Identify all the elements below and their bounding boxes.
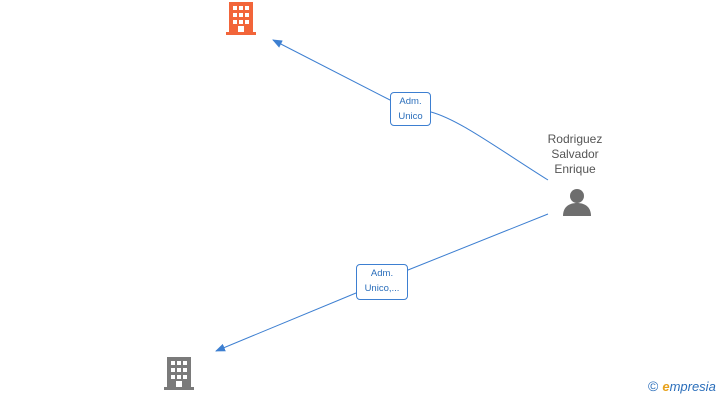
copyright-icon: © (648, 378, 659, 394)
edge-label-line: Unico (398, 111, 423, 122)
company-top-building-icon[interactable] (226, 2, 256, 35)
edge-person-to-top-company[interactable] (272, 39, 549, 181)
empresia-logo[interactable]: ©empresia (648, 378, 716, 394)
edge-label-line: Adm. (399, 96, 422, 107)
company-bottom-building-icon[interactable] (164, 357, 194, 390)
person-name-line: Enrique (554, 162, 596, 176)
edge-label-line: Adm. (370, 268, 394, 279)
edge-label-line: Unico,... (364, 283, 400, 294)
person-icon[interactable] (563, 189, 591, 216)
edge-label-top[interactable]: Adm. Unico (390, 92, 431, 126)
edge-label-bottom[interactable]: Adm. Unico,... (356, 264, 408, 300)
person-name[interactable]: Rodriguez Salvador Enrique (530, 132, 620, 177)
brand-name: mpresia (669, 379, 716, 394)
brand-initial: e (662, 379, 670, 394)
person-name-line: Rodriguez (547, 132, 603, 146)
person-name-line: Salvador (551, 147, 599, 161)
